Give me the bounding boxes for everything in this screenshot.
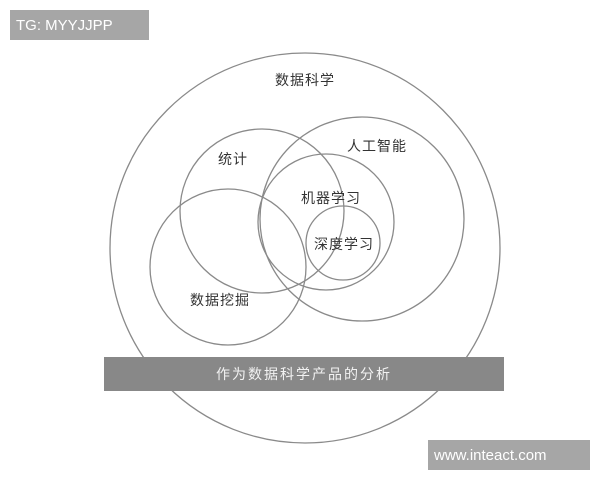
label-data-mining: 数据挖掘 [190, 293, 250, 309]
analytics-banner: 作为数据科学产品的分析 [104, 357, 504, 391]
label-statistics: 统计 [218, 152, 248, 168]
label-deep-learning: 深度学习 [314, 237, 374, 253]
circle-machine-learning [257, 153, 395, 291]
circle-artificial-intelligence [259, 116, 465, 322]
circle-statistics [179, 128, 345, 294]
watermark-bottom-right: www.inteact.com [428, 440, 590, 470]
label-machine-learning: 机器学习 [301, 191, 361, 207]
watermark-top-left: TG: MYYJJPP [10, 10, 149, 40]
circle-data-mining [149, 188, 307, 346]
label-data-science: 数据科学 [275, 73, 335, 89]
circle-data-science [109, 52, 501, 444]
label-artificial-intelligence: 人工智能 [347, 139, 407, 155]
circle-deep-learning [305, 205, 381, 281]
